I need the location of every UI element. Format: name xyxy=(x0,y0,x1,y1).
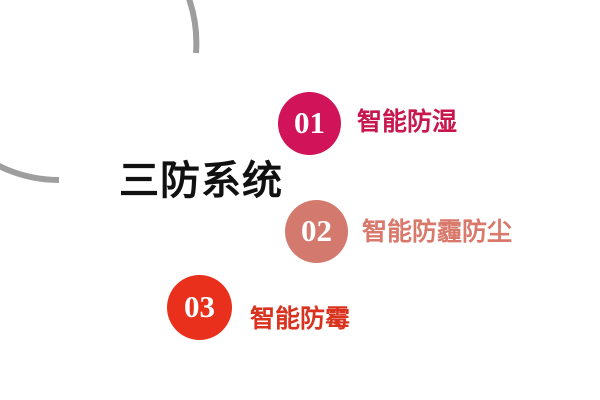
step-number-02: 02 xyxy=(301,213,332,248)
arc-stroke xyxy=(0,0,200,183)
page-title: 三防系统 xyxy=(119,158,283,203)
step-circle-02[interactable]: 02 xyxy=(285,200,348,263)
step-circle-01[interactable]: 01 xyxy=(278,92,341,155)
step-number-01: 01 xyxy=(294,105,325,140)
step-label-01: 智能防湿 xyxy=(357,109,458,136)
step-label-02: 智能防霾防尘 xyxy=(362,219,513,246)
step-label-03: 智能防霉 xyxy=(250,306,351,333)
step-number-03: 03 xyxy=(184,289,215,324)
step-circle-03[interactable]: 03 xyxy=(167,275,232,340)
